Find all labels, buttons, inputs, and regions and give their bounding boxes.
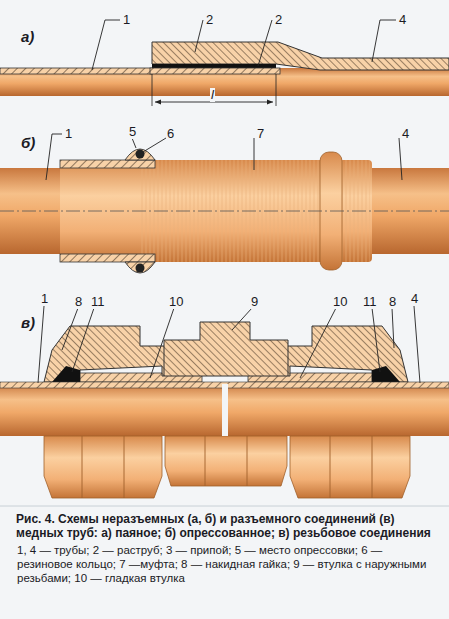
callout-number: 7 [256,127,265,141]
callout-number: 8 [74,295,83,309]
callout-number: 11 [90,295,106,309]
pressed-joint [0,134,449,273]
callout-number: 11 [362,295,378,309]
panel-letter: б) [20,136,36,150]
dimension-label: l [210,88,215,102]
callout-number: 10 [168,295,184,309]
callout-number: 10 [332,295,348,309]
callout-number: 4 [410,292,419,306]
callout-number: 1 [122,13,131,27]
callout-number: 2 [205,13,214,27]
callout-number: 4 [401,127,410,141]
callout-number: 8 [388,295,397,309]
panel-letter: в) [20,316,36,330]
callout-number: 9 [250,295,259,309]
figure-caption: Рис. 4. Схемы неразъемных (а, б) и разъе… [16,512,434,540]
panel-letter: а) [20,30,35,44]
callout-number: 6 [166,127,175,141]
callout-number: 1 [64,127,73,141]
callout-number: 5 [128,125,137,139]
soldered-joint [0,20,449,106]
threaded-joint [0,306,449,498]
parts-key: 1, 4 — трубы; 2 — раструб; 3 — припой; 5… [16,543,436,585]
callout-number: 2 [274,13,283,27]
callout-number: 1 [40,292,49,306]
callout-number: 4 [398,13,407,27]
